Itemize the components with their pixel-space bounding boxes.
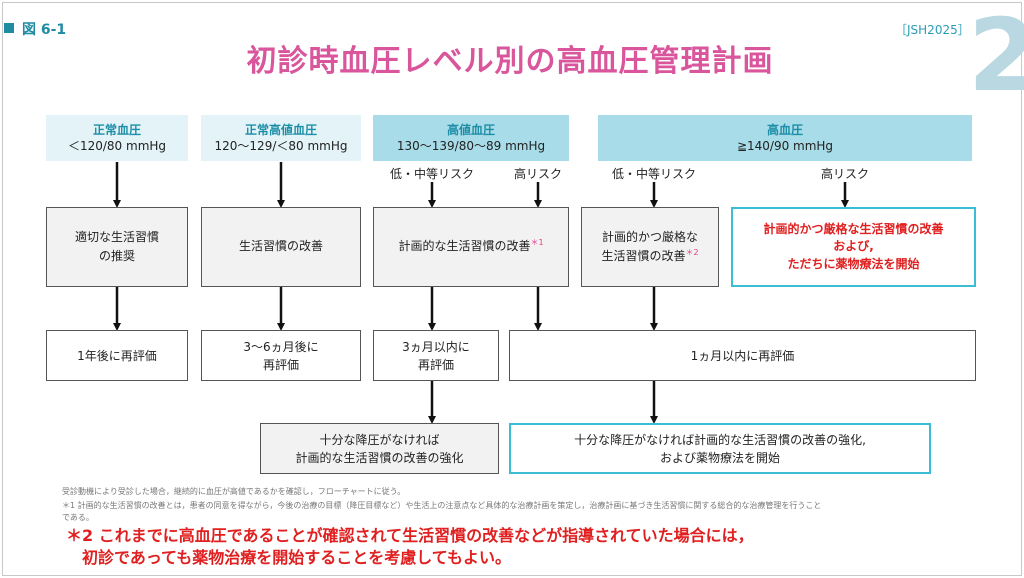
followup-lifestyle-line1: 十分な降圧がなければ	[319, 432, 440, 447]
action-htn-low-text2: 生活習慣の改善	[601, 249, 686, 263]
reeval-high-normal-line1: 3～6ヵ月後に	[243, 339, 319, 354]
footnote-2-line1: ＊2 これまでに高血圧であることが確認されて生活習慣の改善などが指導されていた場…	[66, 526, 754, 545]
action-box-normal: 適切な生活習慣 の推奨	[46, 207, 188, 287]
action-high-normal-text: 生活習慣の改善	[238, 239, 323, 254]
risk-label-htn-high: 高リスク	[820, 167, 869, 181]
reeval-elevated-line2: 再評価	[417, 357, 454, 372]
followup-lifestyle-line2: 計画的な生活習慣の改善の強化	[295, 450, 464, 465]
action-normal-line1: 適切な生活習慣	[74, 229, 159, 244]
category-elevated-range: 130～139/80～89 mmHg	[396, 139, 546, 153]
action-htn-low-line2: 生活習慣の改善＊2	[601, 247, 698, 266]
action-htn-high-line3: ただちに薬物療法を開始	[787, 256, 920, 271]
action-elevated-text: 計画的な生活習慣の改善	[398, 239, 531, 254]
category-elevated-name: 高値血圧	[446, 122, 495, 137]
source-label: ［JSH2025］	[895, 23, 970, 37]
category-normal-name: 正常血圧	[92, 122, 141, 137]
action-box-elevated: 計画的な生活習慣の改善＊1	[373, 207, 569, 287]
category-normal-range: ＜120/80 mmHg	[67, 139, 167, 153]
reeval-high-normal-line2: 再評価	[262, 357, 299, 372]
category-high-normal-range: 120～129/＜80 mmHg	[214, 139, 348, 153]
reeval-box-elevated-low: 3ヵ月以内に 再評価	[373, 330, 499, 381]
category-hypertension: 高血圧 ≧140/90 mmHg	[598, 115, 972, 161]
category-high-normal-name: 正常高値血圧	[244, 122, 317, 137]
risk-label-htn-low: 低・中等リスク	[611, 167, 696, 181]
followup-box-lifestyle: 十分な降圧がなければ 計画的な生活習慣の改善の強化	[260, 423, 499, 474]
category-hypertension-range: ≧140/90 mmHg	[736, 139, 834, 153]
reeval-box-high-normal: 3～6ヵ月後に 再評価	[201, 330, 361, 381]
chapter-number: 2	[968, 0, 1024, 114]
footnote-ref-1: ＊1	[530, 238, 544, 248]
risk-label-elevated-high: 高リスク	[513, 167, 562, 181]
reeval-box-one-month: 1ヵ月以内に再評価	[509, 330, 976, 381]
action-htn-low-line1: 計画的かつ厳格な	[601, 229, 698, 244]
footnote-2-line2: 初診であっても薬物治療を開始することを考慮してもよい。	[82, 548, 511, 567]
risk-label-elevated-low: 低・中等リスク	[389, 167, 474, 181]
category-high-normal: 正常高値血圧 120～129/＜80 mmHg	[201, 115, 361, 161]
footnote-ref-2: ＊2	[685, 248, 699, 257]
reeval-box-normal: 1年後に再評価	[46, 330, 188, 381]
followup-drug-line1: 十分な降圧がなければ計画的な生活習慣の改善の強化,	[574, 432, 866, 447]
action-box-high-normal: 生活習慣の改善	[201, 207, 361, 287]
note-visit-motive: 受診動機により受診した場合，継続的に血圧が高値であるかを確認し，フローチャートに…	[62, 487, 406, 496]
reeval-one-month-text: 1ヵ月以内に再評価	[690, 348, 795, 363]
action-normal-line2: の推奨	[98, 249, 135, 263]
category-normal: 正常血圧 ＜120/80 mmHg	[46, 115, 188, 161]
reeval-elevated-line1: 3ヵ月以内に	[402, 339, 470, 354]
page-title: 初診時血圧レベル別の高血圧管理計画	[246, 44, 774, 79]
action-box-htn-low: 計画的かつ厳格な 生活習慣の改善＊2	[581, 207, 719, 287]
footnote-1-cont: である。	[62, 513, 94, 522]
action-htn-high-line2: および,	[833, 239, 874, 254]
category-elevated: 高値血圧 130～139/80～89 mmHg	[373, 115, 569, 161]
category-hypertension-name: 高血圧	[766, 122, 803, 137]
action-htn-high-line1: 計画的かつ厳格な生活習慣の改善	[763, 221, 944, 236]
followup-drug-line2: および薬物療法を開始	[659, 450, 780, 465]
footnote-1: ＊1 計画的な生活習慣の改善とは，患者の同意を得ながら，今後の治療の目標（降圧目…	[62, 501, 822, 510]
action-box-htn-high: 計画的かつ厳格な生活習慣の改善 および, ただちに薬物療法を開始	[731, 207, 976, 287]
reeval-normal-text: 1年後に再評価	[77, 348, 157, 363]
action-elevated-line: 計画的な生活習慣の改善＊1	[398, 237, 543, 256]
figure-tag-marker	[4, 23, 14, 33]
followup-box-drug: 十分な降圧がなければ計画的な生活習慣の改善の強化, および薬物療法を開始	[509, 423, 931, 474]
figure-label: 図 6-1	[22, 22, 67, 38]
